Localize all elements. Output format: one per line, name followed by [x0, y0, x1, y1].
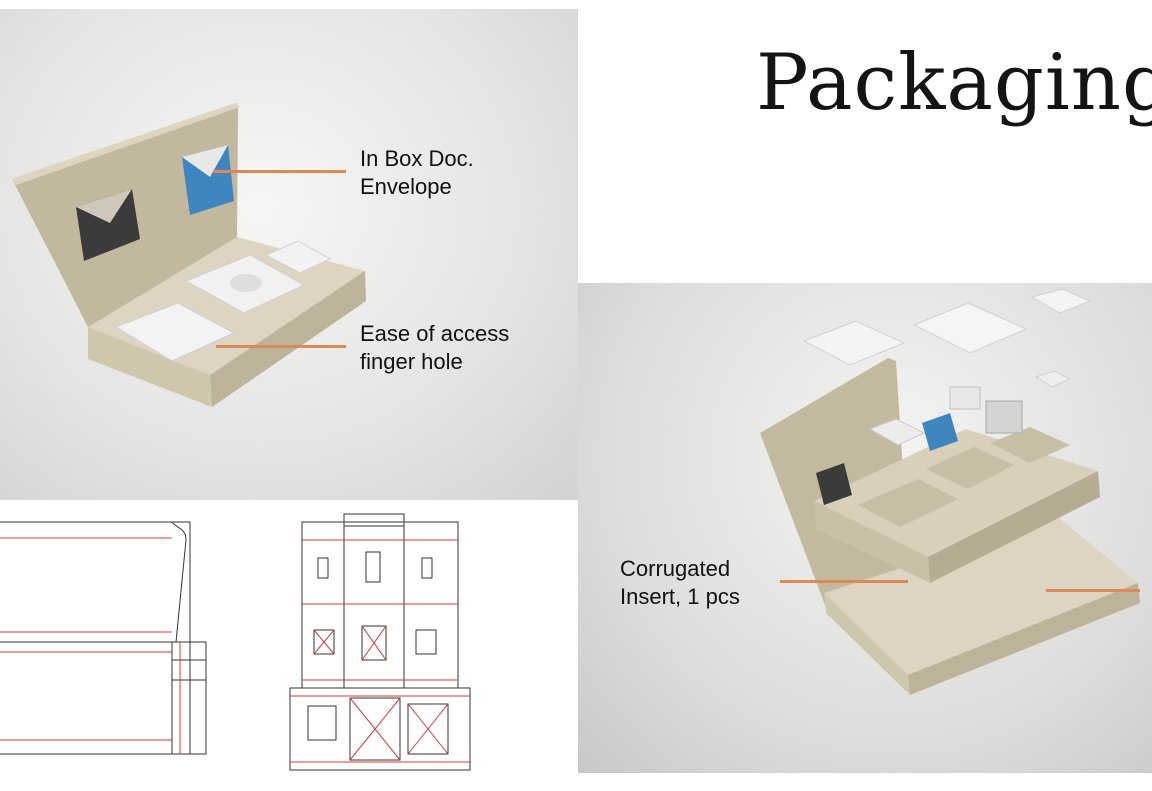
envelope-dark [816, 463, 852, 505]
callout-line-finger-hole [216, 345, 346, 348]
callout-finger-hole: Ease of access finger hole [360, 320, 509, 376]
dieline-drawing-flat [280, 500, 480, 791]
callout-envelope-line1: In Box Doc. [360, 146, 474, 171]
base-station-device [912, 302, 1028, 354]
insert-dieline-flat [289, 513, 471, 771]
keypad-device [114, 302, 236, 362]
page-title: Packaging [756, 38, 1152, 128]
exploded-box-illustration [760, 288, 1140, 695]
callout-insert: Corrugated Insert, 1 pcs [620, 555, 740, 611]
sensor-device [1030, 288, 1092, 314]
box-dieline-side-view [0, 521, 207, 755]
callout-insert-line2: Insert, 1 pcs [620, 584, 740, 609]
envelope-blue [922, 413, 958, 451]
open-box-render [0, 9, 578, 500]
bottom-tray [824, 517, 1138, 675]
callout-line-envelope [214, 170, 346, 173]
callout-finger-hole-line2: finger hole [360, 349, 463, 374]
sensor-device [264, 240, 332, 274]
exploded-box-render [578, 283, 1152, 773]
callout-insert-line1: Corrugated [620, 556, 731, 581]
callout-envelope: In Box Doc. Envelope [360, 145, 474, 201]
open-box-illustration [12, 103, 366, 407]
callout-line-insert [780, 580, 908, 583]
callout-finger-hole-line1: Ease of access [360, 321, 510, 346]
callout-envelope-line2: Envelope [360, 174, 452, 199]
dieline-drawing-side [0, 500, 230, 791]
keypad-device [802, 320, 906, 366]
callout-line-tray [1046, 589, 1140, 592]
